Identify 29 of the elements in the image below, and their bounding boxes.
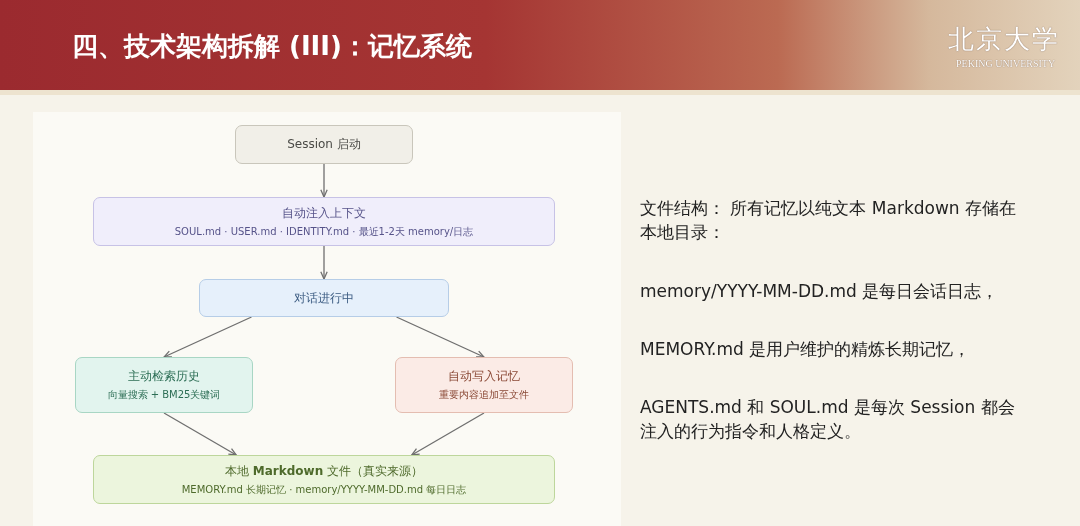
process-box [395, 357, 573, 413]
paragraph: MEMORY.md 是用户维护的精炼长期记忆， [640, 338, 972, 361]
slide-title: 四、技术架构拆解 (III)：记忆系统 [72, 30, 472, 62]
node-title: 自动注入上下文 [282, 204, 366, 222]
arrow [163, 316, 253, 358]
storage-box [93, 455, 555, 504]
process-box [199, 279, 449, 317]
process-box [75, 357, 253, 413]
university-name-english: PEKING UNIVERSITY [956, 58, 1056, 70]
university-name: 北京大学 [948, 24, 1060, 54]
node-subtitle: 向量搜索 + BM25关键词 [107, 388, 221, 402]
node-subtitle: MEMORY.md 长期记忆 · memory/YYYY-MM-DD.md 每日日志 [181, 482, 467, 497]
arrow [320, 163, 328, 198]
start-box [235, 125, 413, 164]
node-subtitle: SOUL.md · USER.md · IDENTITY.md · 最近1-2天 memory/日志 [174, 224, 474, 239]
arrow [320, 245, 328, 280]
node-title: 本地 Markdown 文件（真实来源） [224, 462, 424, 480]
paragraph: AGENTS.md 和 SOUL.md 是每次 Session 都会注入的行为指令和人格定义。 [640, 396, 1016, 443]
node-title: 对话进行中 [294, 289, 354, 307]
arrow [163, 412, 237, 456]
node-subtitle: 重要内容追加至文件 [439, 388, 529, 402]
process-box [93, 197, 555, 246]
arrow [395, 316, 485, 358]
node-title: 自动写入记忆 [448, 368, 520, 385]
paragraph: memory/YYYY-MM-DD.md 是每日会话日志， [640, 280, 1000, 303]
node-title: Session 启动 [287, 136, 361, 153]
node-title: 主动检索历史 [128, 368, 200, 385]
arrow [411, 412, 485, 456]
paragraph: 文件结构： 所有记忆以纯文本 Markdown 存储在本地目录： [640, 197, 1017, 244]
